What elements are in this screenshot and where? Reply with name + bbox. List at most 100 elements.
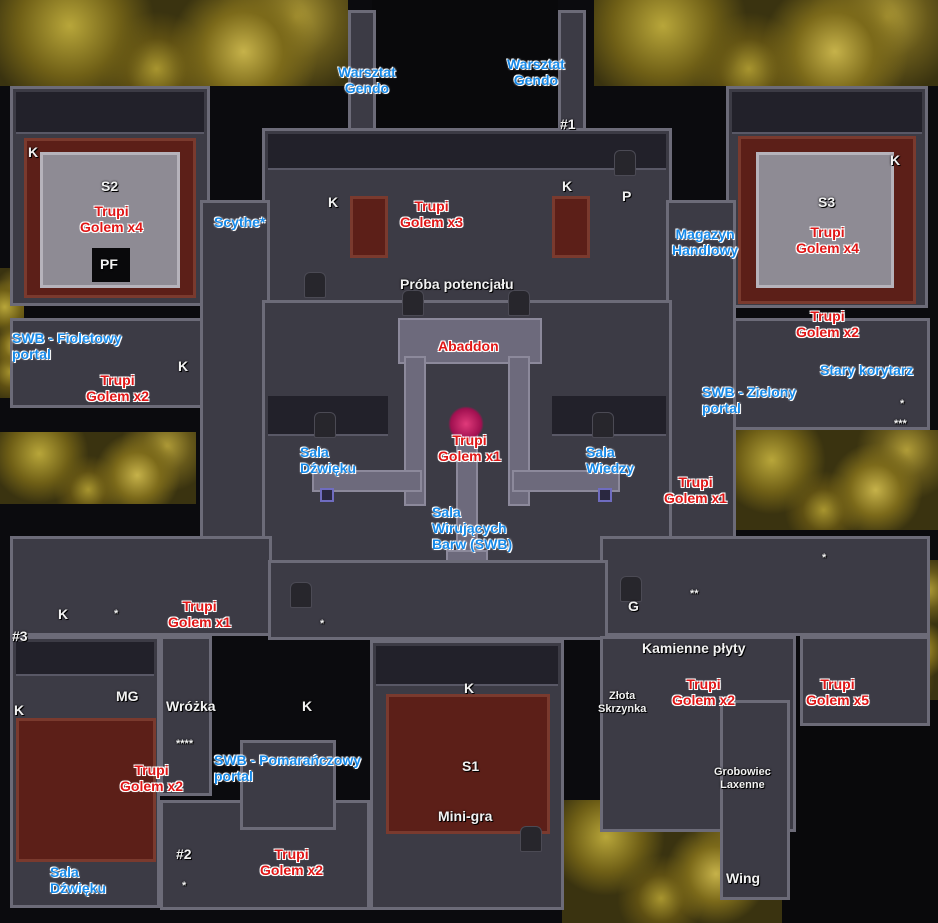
upper-hall-carpet-left [350,196,388,258]
enemy-trupi-golem-x1-west: Trupi Golem x1 [168,598,231,630]
room-s3-wall [732,92,922,134]
enemy-count: Golem x2 [86,388,150,404]
statue-7 [290,582,312,608]
marker-g: G [628,598,639,614]
label-line: Dźwięku [50,880,107,896]
label-line: Gendo [513,72,559,88]
label-abaddon: Abaddon [438,338,499,354]
enemy-trupi-golem-x2-west: Trupi Golem x2 [86,372,149,404]
room-mg-wall [16,642,154,676]
lower-left-corridor [10,536,272,636]
enemy-name: Trupi [182,598,217,614]
label-line: Handlowy [672,242,739,258]
central-path-to-west [312,470,422,492]
enemy-name: Trupi [686,676,721,692]
enemy-name: Trupi [452,432,487,448]
label-line: portal [702,400,741,416]
enemy-count: Golem x5 [806,692,870,708]
enemy-count: Golem x2 [260,862,324,878]
upper-hall-wall [268,134,666,170]
marker-k-upper-hall-left: K [328,194,339,210]
enemy-name: Trupi [414,198,449,214]
marker-star-east-2: * [822,552,827,564]
void-top-center [372,0,558,130]
label-line: Warsztat [507,56,565,72]
enemy-trupi-golem-x1-east: Trupi Golem x1 [664,474,727,506]
cave-area-right-middle [730,430,938,530]
enemy-count: Golem x2 [120,778,184,794]
statue-5 [314,412,336,438]
enemy-trupi-golem-x3: Trupi Golem x3 [400,198,463,230]
label-warsztat-gendo-right: Warsztat Gendo [507,56,565,88]
marker-hash1: #1 [560,116,576,132]
marker-stars3: *** [894,418,907,430]
lower-right-corridor [600,536,930,636]
marker-stars4: **** [176,738,194,750]
room-s3-platform [756,152,894,288]
marker-k-room-mg: K [14,702,25,718]
label-line: Grobowiec [714,766,771,778]
marker-star-lower-center: * [320,618,325,630]
marker-k-upper-hall-right: K [562,178,573,194]
enemy-name: Trupi [94,203,129,219]
label-grobowiec-laxenne: Grobowiec Laxenne [714,766,771,792]
statue-8 [620,576,642,602]
label-sala-dzwieku-bottom: Sala Dźwięku [50,864,106,896]
statue-4 [614,150,636,176]
label-line: Skrzynka [598,703,647,715]
room-orange-portal [240,740,336,830]
enemy-trupi-golem-x2-south: Trupi Golem x2 [260,846,323,878]
label-sala-wiedzy: Sala Wiedzy [586,444,634,476]
label-mini-gra: Mini-gra [438,808,493,824]
abaddon-crystal [448,406,484,442]
room-wrozka [160,636,212,796]
label-magazyn-handlowy: Magazyn Handlowy [672,226,738,258]
label-line: Sala [300,444,329,460]
label-wrozka: Wróżka [166,698,216,714]
room-s1-wall [376,646,558,686]
label-scythe: Scythe* [214,214,266,230]
label-line: portal [12,346,51,362]
label-line: Wirujących [432,520,507,536]
enemy-count: Golem x4 [80,219,144,235]
upper-hall-carpet-right [552,196,590,258]
room-s1-carpet [386,694,550,834]
marker-pf: PF [100,256,118,272]
cave-area-top-right [594,0,938,86]
marker-hash2: #2 [176,846,192,862]
label-line: Barw (SWB) [432,536,513,552]
enemy-name: Trupi [810,224,845,240]
central-path-to-east [512,470,620,492]
room-mg-carpet [16,718,156,862]
enemy-trupi-golem-x2-mg: Trupi Golem x2 [120,762,183,794]
marker-k-left-wing: K [178,358,189,374]
label-line: SWB - Pomarańczowy [214,752,362,768]
label-line: Sala [432,504,461,520]
label-line: Sala [586,444,615,460]
label-swb-zielony-portal: SWB - Zielony portal [702,384,796,416]
label-line: Sala [50,864,79,880]
label-warsztat-gendo-left: Warsztat Gendo [338,64,396,96]
enemy-name: Trupi [810,308,845,324]
enemy-name: Trupi [100,372,135,388]
marker-s1: S1 [462,758,480,774]
label-line: SWB - Zielony [702,384,797,400]
cave-area-top-left [0,0,348,86]
pf-doorway [92,248,130,282]
cave-area-left-middle [0,432,196,504]
marker-star-bottom: * [182,880,187,892]
label-proba-potencjalu: Próba potencjału [400,276,514,292]
marker-k-top-left: K [28,144,39,160]
marker-s3: S3 [818,194,836,210]
portal-tile-east [598,488,612,502]
enemy-count: Golem x2 [796,324,860,340]
enemy-name: Trupi [678,474,713,490]
enemy-trupi-golem-x2-ne: Trupi Golem x2 [796,308,859,340]
statue-2 [402,290,424,316]
marker-k-lower-left: K [58,606,69,622]
label-swb-pomaranczowy-portal: SWB - Pomarańczowy portal [214,752,361,784]
enemy-name: Trupi [820,676,855,692]
marker-mg: MG [116,688,139,704]
marker-k-s1: K [464,680,475,696]
